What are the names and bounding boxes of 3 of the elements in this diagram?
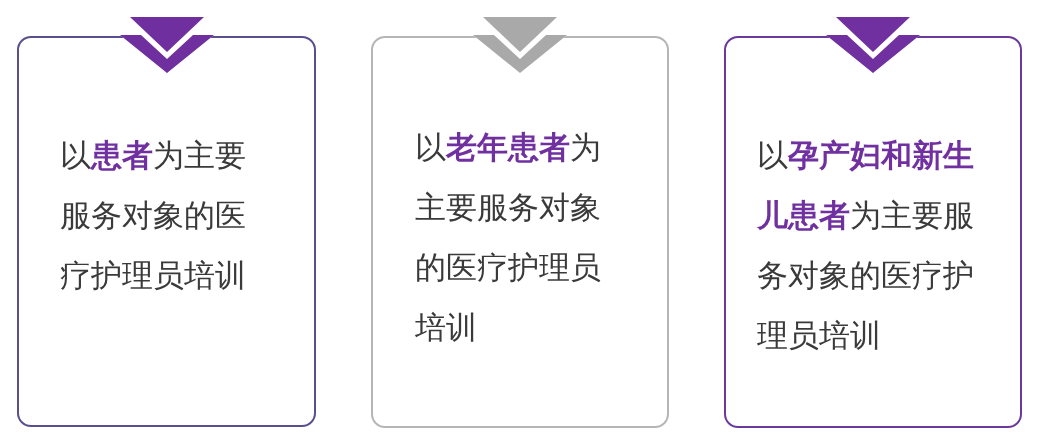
card-text: 以孕产妇和新生儿患者为主要服务对象的医疗护理员培训	[757, 136, 975, 355]
card-text: 以老年患者为主要服务对象的医疗护理员培训	[415, 128, 602, 347]
card-text: 以患者为主要服务对象的医疗护理员培训	[60, 136, 247, 295]
